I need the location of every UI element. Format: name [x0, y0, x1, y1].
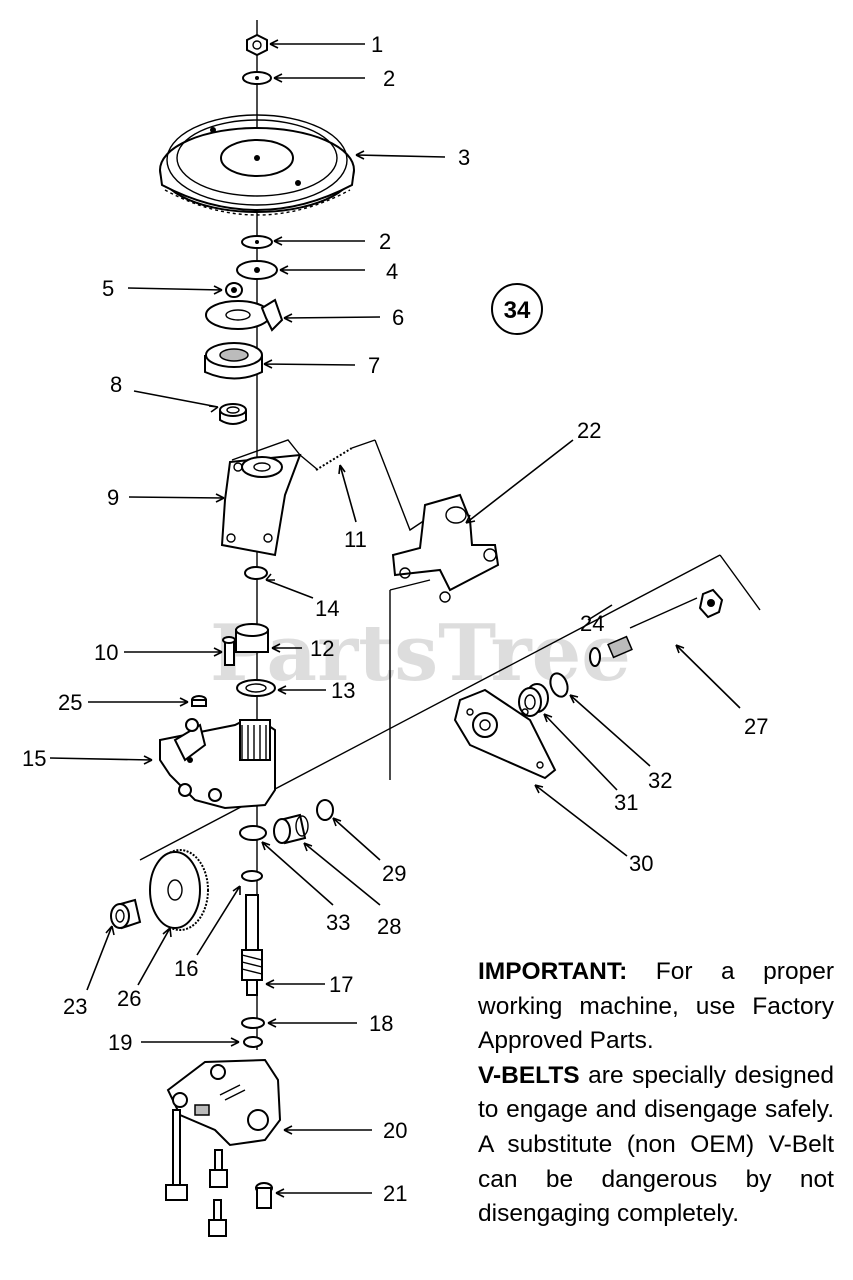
callout-label: 10: [94, 640, 118, 665]
vbelts-heading: V-BELTS: [478, 1061, 580, 1089]
part-bushing-28: [273, 813, 309, 845]
callout-label: 27: [744, 714, 768, 739]
part-ring-14: [244, 566, 268, 580]
part-arm-9: [220, 453, 302, 557]
callout-label: 13: [331, 678, 355, 703]
callout-label: 24: [580, 611, 604, 636]
part-sleeve-12: [235, 623, 269, 653]
callout-label: 23: [63, 994, 87, 1019]
callout-label: 21: [383, 1181, 407, 1206]
callout-label: 9: [107, 485, 119, 510]
part-bolts-21: [165, 1109, 273, 1237]
part-sprocket-27: [607, 588, 724, 659]
part-bushing-8: [219, 403, 247, 425]
part-bracket-22: [391, 493, 500, 603]
callout-label: 12: [310, 636, 334, 661]
callout-label: 4: [386, 259, 398, 284]
part-gear-26: [149, 849, 209, 931]
callout-label: 14: [315, 596, 339, 621]
callout-label: 1: [371, 32, 383, 57]
part-housing-15: [159, 718, 276, 810]
svg-text:34: 34: [504, 297, 531, 324]
part-washer-13: [236, 679, 276, 697]
callout-label: 15: [22, 746, 46, 771]
callout-label: 19: [108, 1030, 132, 1055]
callout-label: 2: [379, 229, 391, 254]
important-heading: IMPORTANT:: [478, 958, 628, 985]
callout-label: 5: [102, 276, 114, 301]
callout-label: 28: [377, 914, 401, 939]
part-washer-33: [239, 825, 267, 841]
callout-label: 3: [458, 145, 470, 170]
part-spring-11: [315, 439, 376, 471]
callout-layer: 1 2 3 2 4 5 6 7 8 9 11 22 14 10 12 13 24…: [22, 32, 768, 1206]
part-washer-18: [241, 1017, 265, 1029]
callout-label: 25: [58, 690, 82, 715]
part-pin-25: [191, 695, 207, 707]
callout-label: 8: [110, 372, 122, 397]
vbelts-text: are specially designed to engage and dis…: [478, 1061, 834, 1228]
callout-label: 29: [382, 861, 406, 886]
callout-label: 17: [329, 972, 353, 997]
part-ring-29: [316, 799, 334, 821]
callout-label: 20: [383, 1118, 407, 1143]
part-washer-32: [549, 672, 569, 698]
part-plate-30: [453, 688, 557, 780]
callout-label: 6: [392, 305, 404, 330]
callout-label: 32: [648, 768, 672, 793]
part-ring-19: [243, 1036, 263, 1048]
part-bushing-23: [110, 898, 142, 930]
callout-label: 22: [577, 418, 601, 443]
callout-label: 18: [369, 1011, 393, 1036]
callout-label: 30: [629, 851, 653, 876]
part-nut-5: [225, 282, 243, 298]
callout-label: 16: [174, 956, 198, 981]
diagram-number-badge: 34: [491, 283, 543, 335]
callout-label: 33: [326, 910, 350, 935]
callout-label: 7: [368, 353, 380, 378]
part-bearing-7: [204, 342, 263, 380]
part-ring-16: [241, 870, 263, 882]
part-bracket-6: [205, 298, 284, 332]
part-bolt-10: [222, 636, 236, 666]
callout-label: 31: [614, 790, 638, 815]
part-worm-shaft-17: [241, 894, 263, 996]
important-text: For a proper working machine, use Factor…: [478, 958, 834, 1055]
callout-label: 2: [383, 66, 395, 91]
part-housing-20: [166, 1058, 282, 1147]
callout-label: 26: [117, 986, 141, 1011]
callout-label: 11: [344, 527, 367, 552]
important-notice: IMPORTANT: For a proper working machine,…: [478, 955, 834, 1232]
part-nut-1: [246, 33, 268, 57]
part-pulley-3: [159, 114, 355, 216]
